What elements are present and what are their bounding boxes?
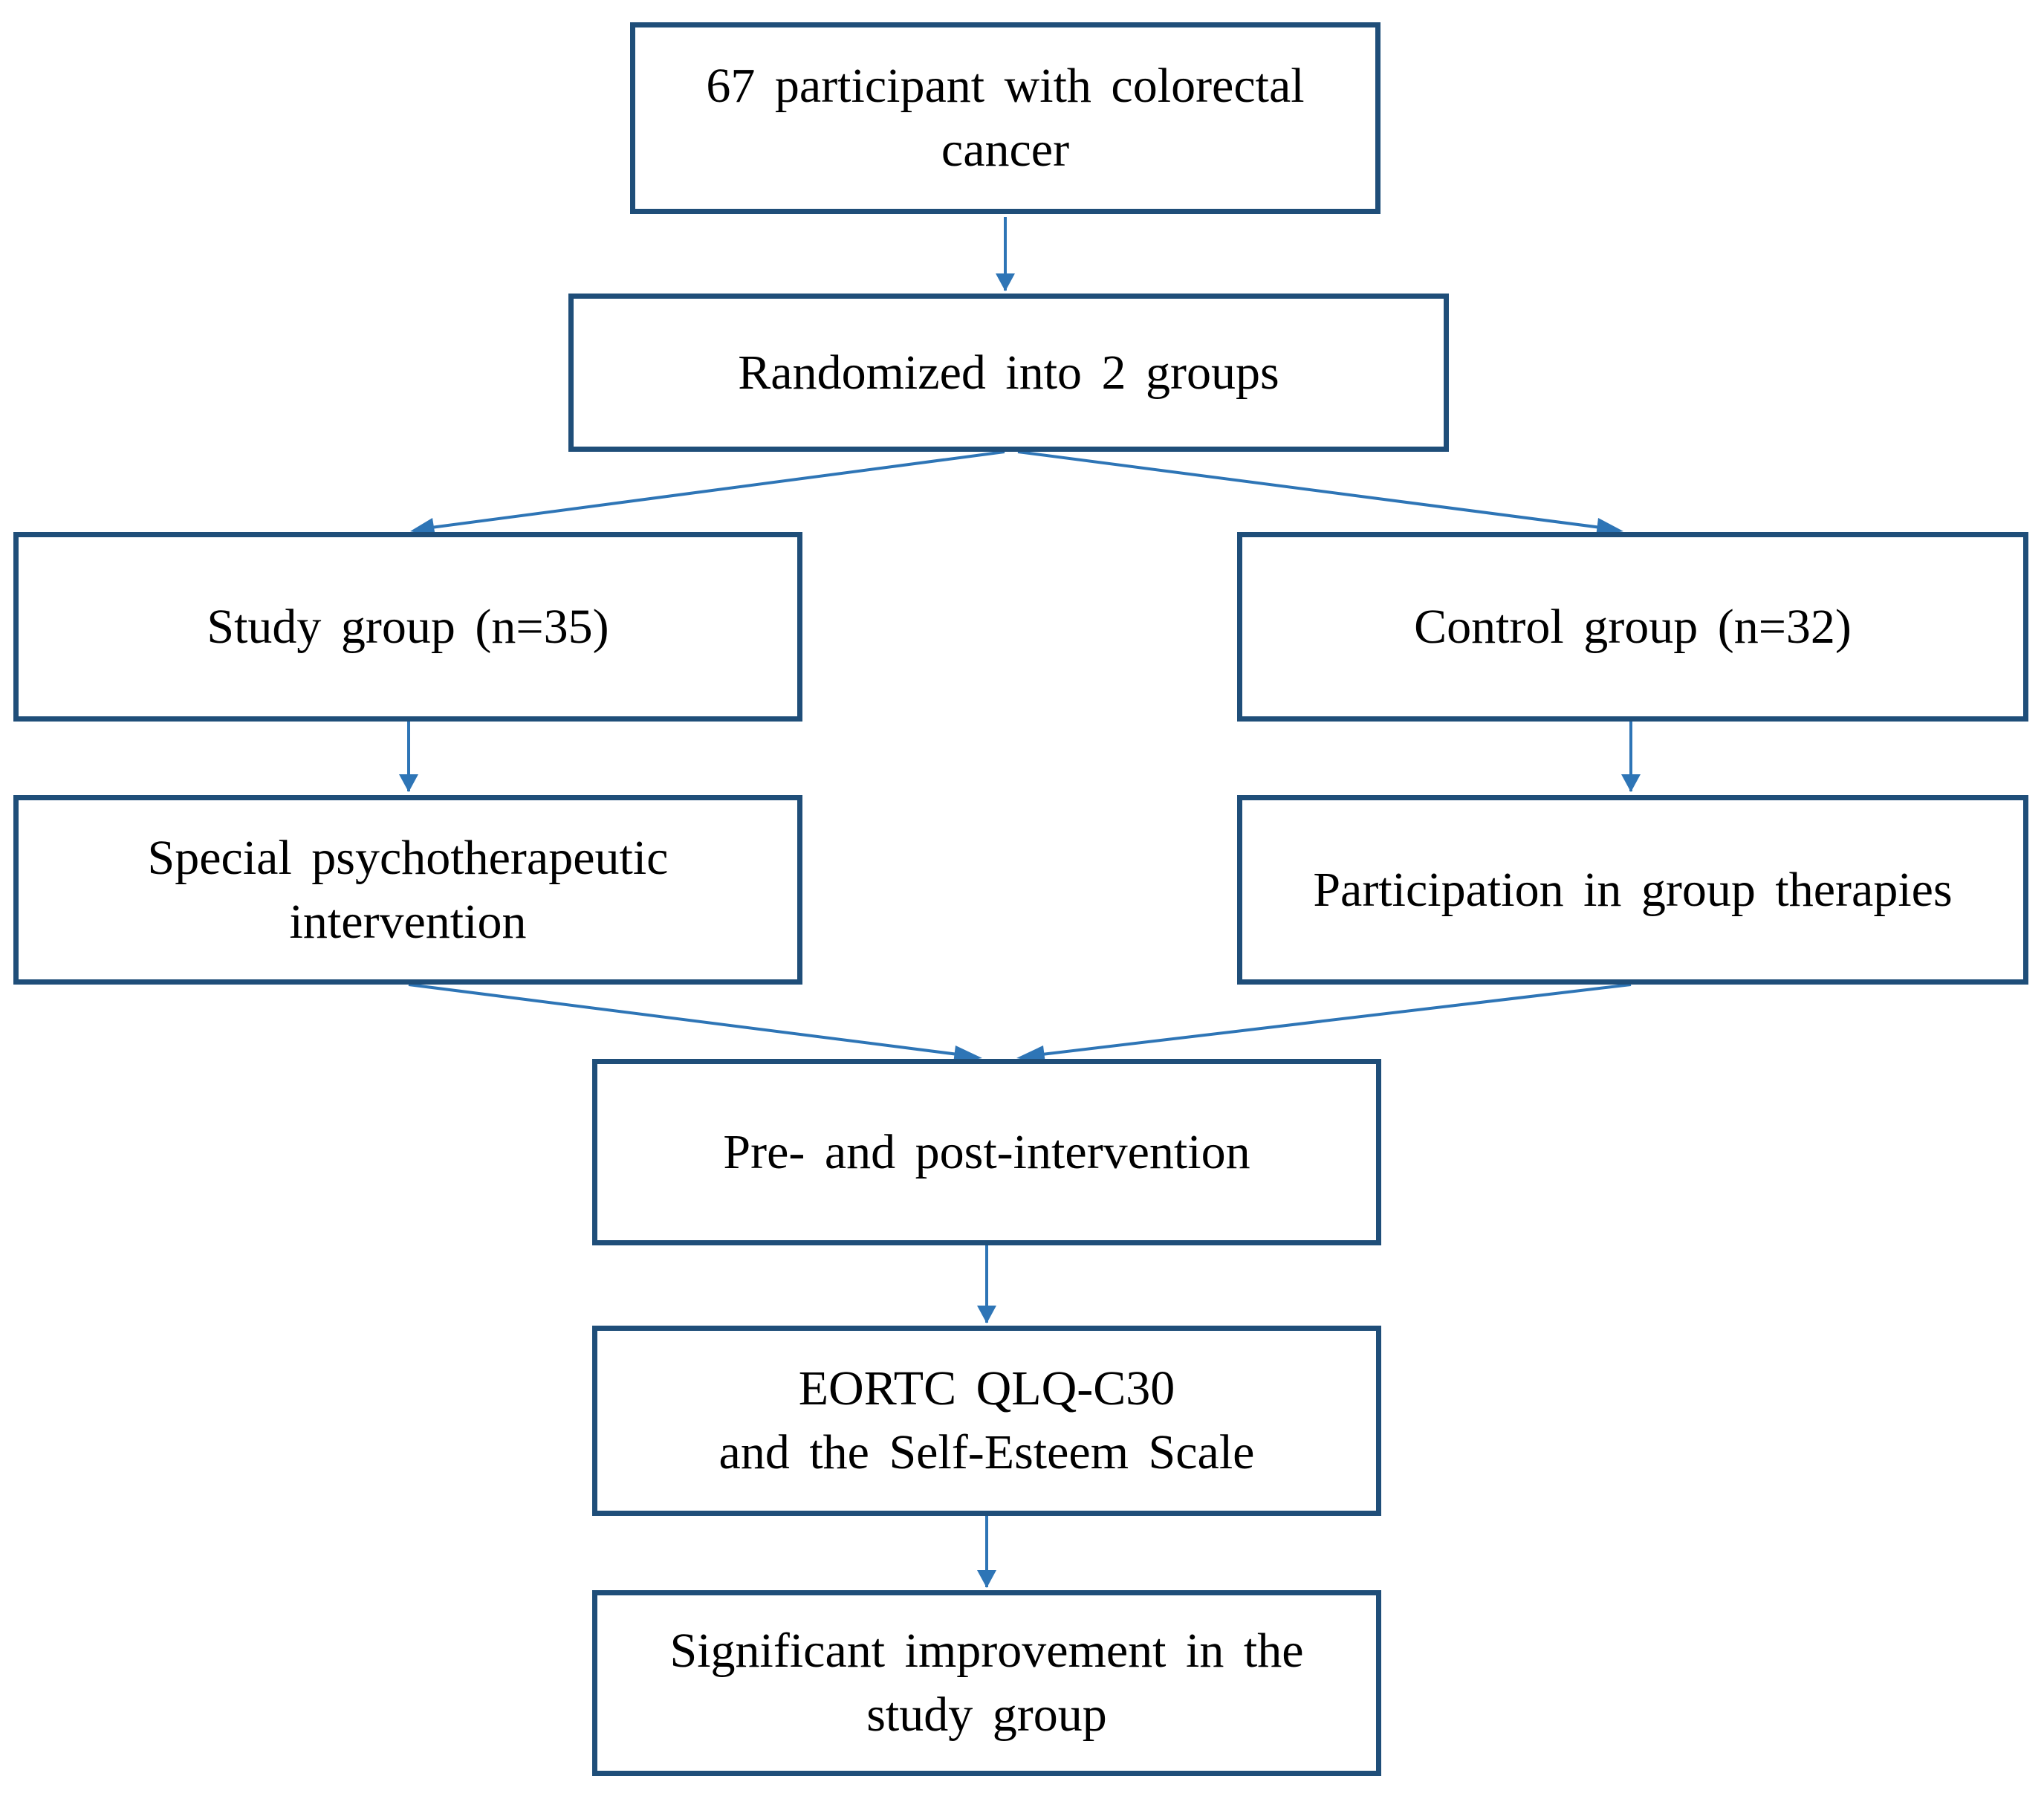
arrow-participation-to-prepost — [1028, 983, 1632, 1057]
arrowhead-special — [399, 774, 418, 792]
study-group-label: Study group (n=35) — [207, 599, 609, 654]
study-group-box: Study group (n=35) — [13, 532, 802, 722]
significant-improvement-box: Significant improvement in the study gro… — [592, 1590, 1381, 1776]
arrowhead-control — [1596, 518, 1623, 536]
arrowhead-randomized — [996, 273, 1015, 291]
participants-label: 67 participant with colorectal cancer — [706, 59, 1305, 177]
arrow-randomized-to-control — [1017, 450, 1613, 531]
control-group-box: Control group (n=32) — [1237, 532, 2028, 722]
arrow-special-to-prepost — [408, 983, 970, 1057]
control-group-label: Control group (n=32) — [1414, 599, 1852, 654]
eortc-assessment-box: EORTC QLQ-C30 and the Self-Esteem Scale — [592, 1326, 1381, 1516]
pre-post-intervention-label: Pre- and post-intervention — [723, 1124, 1250, 1179]
participants-box: 67 participant with colorectal cancer — [630, 22, 1380, 214]
group-therapies-label: Participation in group therapies — [1313, 862, 1953, 917]
eortc-assessment-label: EORTC QLQ-C30 and the Self-Esteem Scale — [718, 1361, 1255, 1479]
group-therapies-box: Participation in group therapies — [1237, 795, 2028, 985]
arrowhead-significant — [977, 1570, 996, 1588]
randomization-box: Randomized into 2 groups — [568, 294, 1449, 452]
arrowhead-eortc — [977, 1306, 996, 1323]
significant-improvement-label: Significant improvement in the study gro… — [669, 1624, 1304, 1742]
randomization-label: Randomized into 2 groups — [738, 345, 1279, 400]
pre-post-intervention-box: Pre- and post-intervention — [592, 1059, 1381, 1245]
special-intervention-box: Special psychotherapeutic intervention — [13, 795, 802, 985]
arrowhead-participation — [1621, 774, 1641, 792]
arrow-randomized-to-study — [419, 450, 1005, 531]
arrowhead-study — [410, 518, 435, 536]
special-intervention-label: Special psychotherapeutic intervention — [147, 830, 669, 949]
